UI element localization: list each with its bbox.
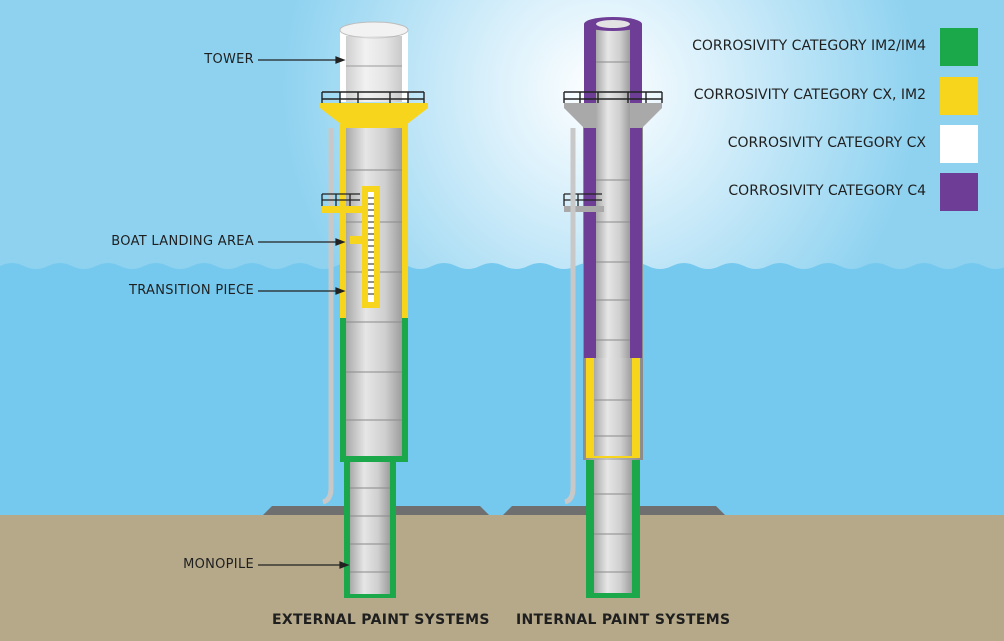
legend-label-c4: CORROSIVITY CATEGORY C4 (728, 183, 926, 199)
legend-swatch-purple (940, 173, 978, 211)
ext-j-tube (322, 128, 334, 505)
legend-label-im2-im4: CORROSIVITY CATEGORY IM2/IM4 (692, 38, 926, 54)
legend-label-cx: CORROSIVITY CATEGORY CX (727, 135, 926, 151)
label-transition-piece: TRANSITION PIECE (129, 283, 254, 298)
sea (0, 263, 1004, 520)
caption-internal-paint-systems: INTERNAL PAINT SYSTEMS (516, 612, 731, 628)
sky (0, 0, 1004, 270)
legend-label-cx-im2: CORROSIVITY CATEGORY CX, IM2 (693, 87, 926, 103)
ext-platform (320, 103, 428, 128)
label-monopile: MONOPILE (183, 557, 254, 572)
int-j-tube (564, 128, 576, 505)
label-boat-landing-area: BOAT LANDING AREA (111, 234, 254, 249)
legend-swatch-green (940, 28, 978, 66)
legend-swatch-yellow (940, 77, 978, 115)
label-tower: TOWER (204, 52, 254, 67)
seabed (0, 515, 1004, 641)
caption-external-paint-systems: EXTERNAL PAINT SYSTEMS (272, 612, 490, 628)
legend-swatch-white (940, 125, 978, 163)
